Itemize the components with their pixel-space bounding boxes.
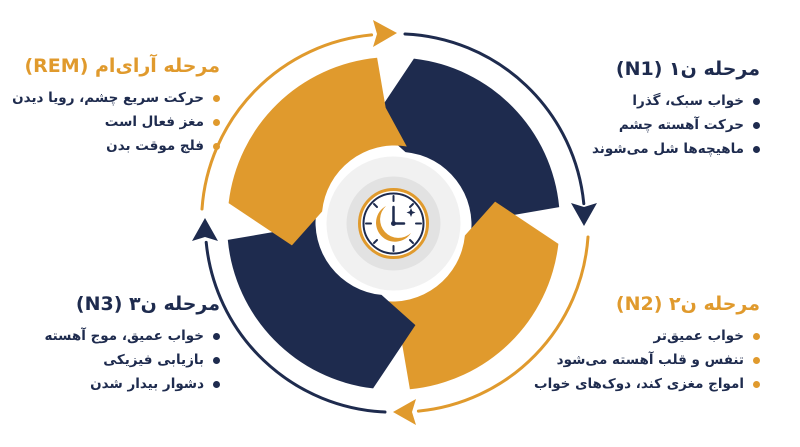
list-item: دشوار بیدار شدن xyxy=(44,372,220,396)
bullet-dot xyxy=(753,333,760,340)
bullet-text: ماهیچه‌ها شل می‌شوند xyxy=(592,141,744,157)
arrow-top-right xyxy=(403,32,586,206)
bullet-dot xyxy=(213,333,220,340)
bullet-text: امواج مغزی کند، دوک‌های خواب xyxy=(534,376,744,392)
bullet-text: خواب سبک، گذرا xyxy=(632,93,744,109)
bullet-text: بازیابی فیزیکی xyxy=(103,352,204,368)
stage-rem-panel: مرحله آرای‌ام (REM) حرکت سریع چشم، رویا … xyxy=(12,54,220,158)
list-item: خواب عمیق، موج آهسته xyxy=(44,324,220,348)
bullet-text: دشوار بیدار شدن xyxy=(90,376,204,392)
stage-rem-bullets: حرکت سریع چشم، رویا دیدن مغز فعال است فل… xyxy=(12,86,220,158)
bullet-text: مغز فعال است xyxy=(104,114,204,130)
quadrant-segments xyxy=(227,57,560,390)
bullet-dot xyxy=(213,381,220,388)
stage-n2-bullets: خواب عمیق‌تر تنفس و قلب آهسته می‌شود امو… xyxy=(534,324,760,396)
stage-n1-bullets: خواب سبک، گذرا حرکت آهسته چشم ماهیچه‌ها … xyxy=(592,89,760,161)
moon-clock-icon xyxy=(358,188,429,259)
list-item: خواب عمیق‌تر xyxy=(534,324,760,348)
arrow-bottom-left xyxy=(204,240,387,414)
bullet-text: خواب عمیق، موج آهسته xyxy=(44,328,204,344)
list-item: امواج مغزی کند، دوک‌های خواب xyxy=(534,372,760,396)
cycle-arrows xyxy=(192,20,597,425)
list-item: مغز فعال است xyxy=(12,110,220,134)
list-item: حرکت آهسته چشم xyxy=(592,113,760,137)
list-item: بازیابی فیزیکی xyxy=(44,348,220,372)
bullet-dot xyxy=(213,143,220,150)
bullet-dot xyxy=(753,381,760,388)
list-item: خواب سبک، گذرا xyxy=(592,89,760,113)
bullet-dot xyxy=(753,98,760,105)
bullet-dot xyxy=(753,122,760,129)
stage-n1-panel: مرحله ن۱ (N1) خواب سبک، گذرا حرکت آهسته … xyxy=(592,57,760,161)
center-emblem xyxy=(326,156,461,291)
bullet-text: حرکت سریع چشم، رویا دیدن xyxy=(12,90,204,106)
arrowhead-left xyxy=(192,218,218,241)
stage-n1-title: مرحله ن۱ (N1) xyxy=(615,58,760,80)
arrowhead-right xyxy=(571,203,597,226)
arrowhead-bottom xyxy=(393,399,416,425)
bullet-text: تنفس و قلب آهسته می‌شود xyxy=(556,352,744,368)
bullet-dot xyxy=(753,146,760,153)
arrow-bottom-right xyxy=(416,235,590,413)
bullet-dot xyxy=(213,119,220,126)
bullet-text: خواب عمیق‌تر xyxy=(653,328,744,344)
stage-n3-bullets: خواب عمیق، موج آهسته بازیابی فیزیکی دشوا… xyxy=(44,324,220,396)
list-item: تنفس و قلب آهسته می‌شود xyxy=(534,348,760,372)
stage-n3-panel: مرحله ن۳ (N3) خواب عمیق، موج آهسته بازیا… xyxy=(44,292,220,396)
stage-rem-title: مرحله آرای‌ام (REM) xyxy=(24,55,220,77)
segment-n3 xyxy=(227,210,416,389)
bullet-dot xyxy=(213,95,220,102)
arrowhead-top xyxy=(373,20,397,47)
bullet-text: فلج موقت بدن xyxy=(106,138,204,154)
arrow-top-left xyxy=(200,33,374,211)
bullet-text: حرکت آهسته چشم xyxy=(618,117,744,133)
bullet-dot xyxy=(753,357,760,364)
stage-n3-title: مرحله ن۳ (N3) xyxy=(75,293,220,315)
list-item: فلج موقت بدن xyxy=(12,134,220,158)
list-item: ماهیچه‌ها شل می‌شوند xyxy=(592,137,760,161)
segment-n1 xyxy=(371,58,560,237)
segment-n2 xyxy=(380,201,559,390)
list-item: حرکت سریع چشم، رویا دیدن xyxy=(12,86,220,110)
bullet-dot xyxy=(213,357,220,364)
segment-rem xyxy=(228,57,407,246)
stage-n2-panel: مرحله ن۲ (N2) خواب عمیق‌تر تنفس و قلب آه… xyxy=(534,292,760,396)
stage-n2-title: مرحله ن۲ (N2) xyxy=(615,293,760,315)
